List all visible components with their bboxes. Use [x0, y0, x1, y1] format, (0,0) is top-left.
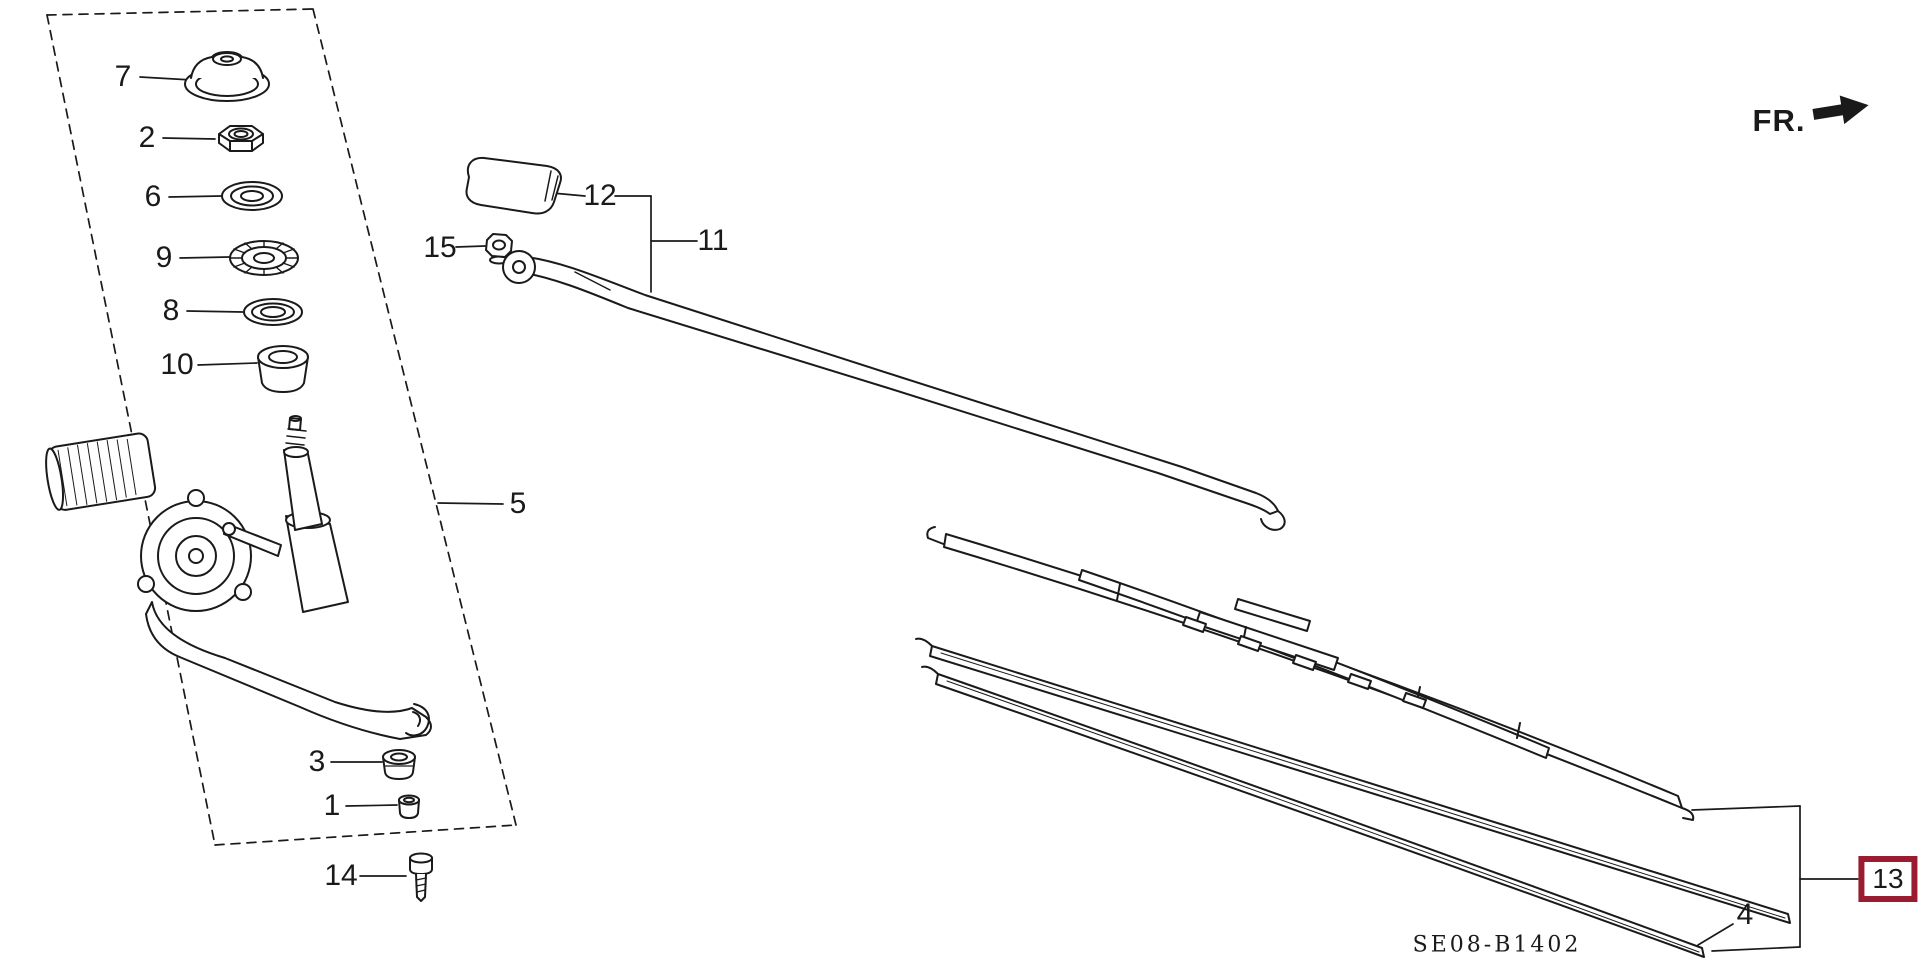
part-9-bearing-drawing — [229, 240, 299, 276]
callout-11[interactable]: 11 — [697, 224, 729, 257]
leader-10 — [197, 362, 258, 366]
callout-5[interactable]: 5 — [509, 487, 527, 520]
callout-3[interactable]: 3 — [308, 745, 326, 778]
leader-15 — [455, 245, 486, 248]
callout-12[interactable]: 12 — [583, 179, 617, 212]
part-11-arm-drawing — [502, 250, 1286, 531]
leader-6 — [168, 195, 222, 198]
callout-14[interactable]: 14 — [324, 859, 358, 892]
part-14-screw-drawing — [409, 852, 433, 902]
part-8-washer-drawing — [243, 298, 303, 326]
bracket-13-top — [1691, 805, 1801, 811]
callout-8[interactable]: 8 — [162, 294, 180, 327]
leader-1 — [345, 804, 398, 807]
part-4-blade-rubber-drawing — [915, 637, 1791, 958]
callout-9[interactable]: 9 — [155, 241, 173, 274]
callout-15[interactable]: 15 — [423, 231, 457, 264]
leader-9 — [179, 256, 230, 259]
leader-8 — [186, 310, 244, 313]
part-1-cap-drawing — [398, 794, 420, 819]
callout-2[interactable]: 2 — [138, 121, 156, 154]
leader-2 — [162, 137, 216, 140]
diagram-code: SE08-B1402 — [1412, 932, 1582, 958]
fr-label: FR. — [1752, 103, 1806, 138]
assembly-boundary-dashed — [46, 8, 517, 846]
fr-direction-arrow-icon — [1812, 95, 1869, 125]
part-7-cap-drawing — [184, 51, 270, 102]
part-10-bushing-drawing — [257, 345, 309, 393]
part-13-blade-assembly-drawing — [926, 526, 1695, 821]
leader-4-b — [1697, 923, 1734, 946]
bracket-13-bottom — [1711, 946, 1801, 952]
callout-1[interactable]: 1 — [323, 789, 341, 822]
part-2-nut-drawing — [218, 125, 264, 152]
leader-7 — [139, 76, 193, 81]
callout-4[interactable]: 4 — [1736, 898, 1754, 931]
part-5-motor-assembly-drawing — [45, 415, 432, 740]
leader-5 — [437, 502, 504, 505]
part-12-cover-drawing — [465, 156, 562, 215]
leader-lines — [139, 76, 1859, 952]
part-6-washer-drawing — [221, 181, 283, 211]
callout-13-box[interactable]: 13 — [1858, 856, 1918, 902]
callout-7[interactable]: 7 — [114, 60, 132, 93]
callout-6[interactable]: 6 — [144, 180, 162, 213]
part-3-grommet-drawing — [382, 749, 416, 780]
callout-10[interactable]: 10 — [160, 348, 194, 381]
